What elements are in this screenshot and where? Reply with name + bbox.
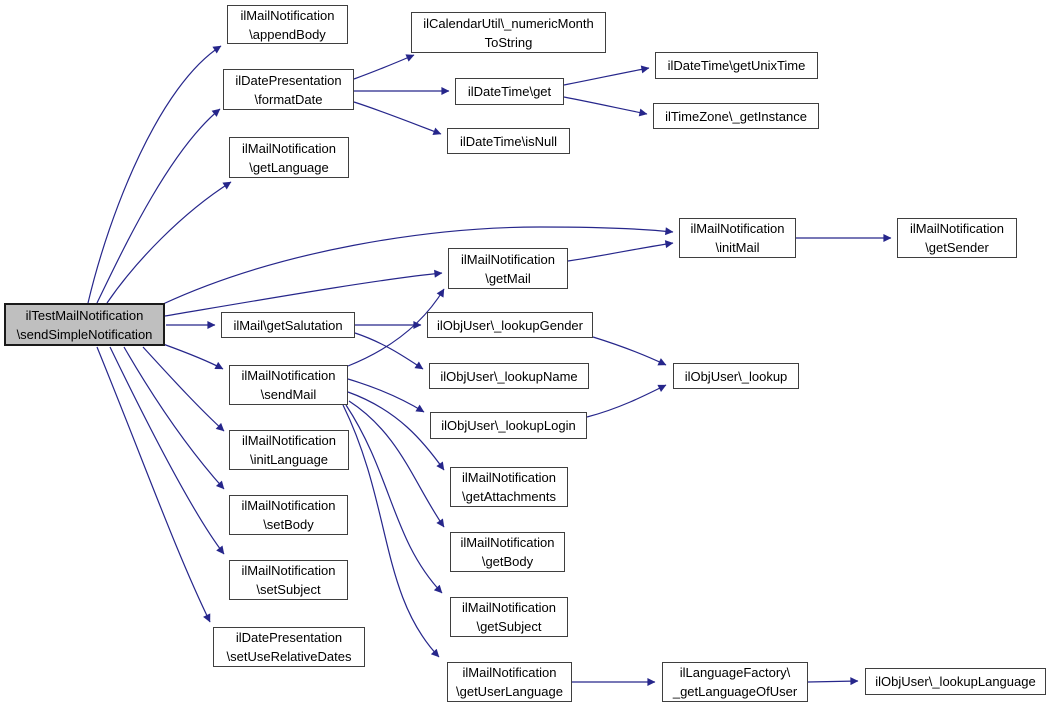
node-setsubject[interactable]: ilMailNotification \setSubject xyxy=(229,560,348,600)
node-sendsimplenotification[interactable]: ilTestMailNotification \sendSimpleNotifi… xyxy=(4,303,165,346)
edge-main-appendbody xyxy=(87,45,222,304)
edge-getmail-initmail xyxy=(567,240,674,262)
edge-sendmail-getmail xyxy=(347,288,445,367)
node-sendmail[interactable]: ilMailNotification \sendMail xyxy=(229,365,348,405)
node-initmail[interactable]: ilMailNotification \initMail xyxy=(679,218,796,258)
edge-main-getmail xyxy=(164,269,443,317)
edge-main-formatdate xyxy=(96,108,221,304)
node-getsalutation[interactable]: ilMail\getSalutation xyxy=(221,312,355,338)
node-lookuplogin[interactable]: ilObjUser\_lookupLogin xyxy=(430,412,587,439)
edge-get-getunixtime xyxy=(563,65,650,86)
node-getsender[interactable]: ilMailNotification \getSender xyxy=(897,218,1017,258)
node-getmail[interactable]: ilMailNotification \getMail xyxy=(448,248,568,289)
edge-formatdate-numericmonth xyxy=(353,54,415,80)
edge-getlanguageofuser-lookuplanguage xyxy=(807,677,859,686)
node-lookupname[interactable]: ilObjUser\_lookupName xyxy=(429,363,589,389)
edge-lookupgender-lookup xyxy=(592,336,667,366)
node-getlanguage[interactable]: ilMailNotification \getLanguage xyxy=(229,137,349,178)
edge-sendmail-lookuplogin xyxy=(347,378,425,413)
edge-get-getinstance xyxy=(563,96,648,117)
node-getbody[interactable]: ilMailNotification \getBody xyxy=(450,532,565,572)
edge-getsalutation-lookupname xyxy=(354,332,424,370)
edge-main-initmail xyxy=(162,226,674,305)
edge-sendmail-getuserlanguage xyxy=(342,404,440,658)
node-isnull[interactable]: ilDateTime\isNull xyxy=(447,128,570,154)
edge-main-sendmail xyxy=(162,343,224,370)
edge-sendmail-getbody xyxy=(348,400,445,528)
node-initlanguage[interactable]: ilMailNotification \initLanguage xyxy=(229,430,349,470)
edge-main-getlanguage xyxy=(106,181,232,304)
node-getinstance[interactable]: ilTimeZone\_getInstance xyxy=(653,103,819,129)
node-formatdate[interactable]: ilDatePresentation \formatDate xyxy=(223,69,354,110)
node-getattachments[interactable]: ilMailNotification \getAttachments xyxy=(450,467,568,507)
node-datetime-get[interactable]: ilDateTime\get xyxy=(455,78,564,105)
node-getuserlanguage[interactable]: ilMailNotification \getUserLanguage xyxy=(447,662,572,702)
node-lookup[interactable]: ilObjUser\_lookup xyxy=(673,363,799,389)
edge-lookuplogin-lookup xyxy=(586,384,667,418)
edge-main-setbody xyxy=(123,346,225,490)
node-setuserelativedates[interactable]: ilDatePresentation \setUseRelativeDates xyxy=(213,627,365,667)
node-numericmonthtostring[interactable]: ilCalendarUtil\_numericMonth ToString xyxy=(411,12,606,53)
node-getlanguageofuser[interactable]: ilLanguageFactory\ _getLanguageOfUser xyxy=(662,662,808,702)
node-setbody[interactable]: ilMailNotification \setBody xyxy=(229,495,348,535)
node-lookuplanguage[interactable]: ilObjUser\_lookupLanguage xyxy=(865,668,1046,695)
edge-sendmail-getsubject xyxy=(345,404,443,594)
node-getsubject[interactable]: ilMailNotification \getSubject xyxy=(450,597,568,637)
node-getunixtime[interactable]: ilDateTime\getUnixTime xyxy=(655,52,818,79)
node-lookupgender[interactable]: ilObjUser\_lookupGender xyxy=(427,312,593,338)
node-appendbody[interactable]: ilMailNotification \appendBody xyxy=(227,5,348,44)
edge-main-initlanguage xyxy=(142,346,225,432)
edge-sendmail-getattachments xyxy=(347,391,445,471)
edge-formatdate-isnull xyxy=(353,101,442,136)
edge-main-setsubject xyxy=(109,346,225,555)
edge-main-setuserelativedates xyxy=(96,346,211,623)
